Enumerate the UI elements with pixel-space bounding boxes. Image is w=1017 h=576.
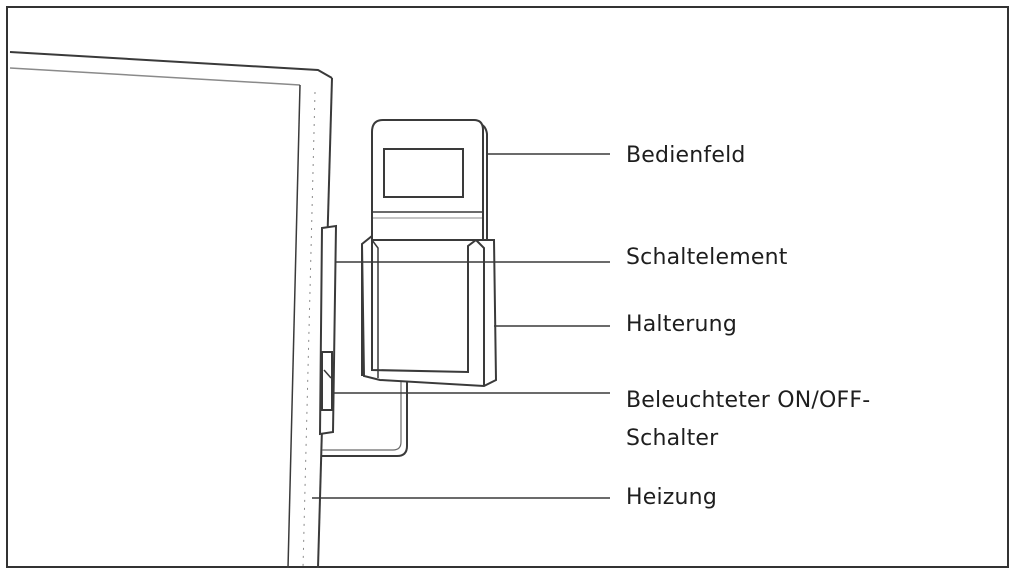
label-switch: Beleuchteter ON/OFF- Schalter xyxy=(626,382,870,458)
holder-body xyxy=(360,233,498,388)
control-panel-display xyxy=(383,148,464,198)
holder-left-inner xyxy=(371,239,379,378)
leader-lines xyxy=(312,153,610,499)
label-schaltelement: Schaltelement xyxy=(626,246,788,270)
heater-panel xyxy=(9,51,333,569)
label-halterung: Halterung xyxy=(626,313,737,337)
on-off-switch xyxy=(321,351,333,411)
control-panel xyxy=(371,119,488,241)
cable xyxy=(322,380,408,457)
label-switch-line2: Schalter xyxy=(626,426,719,451)
label-heizung: Heizung xyxy=(626,486,717,510)
label-switch-line1: Beleuchteter ON/OFF- xyxy=(626,388,871,413)
label-halterung-text: Halterung xyxy=(626,312,737,337)
heater-top-edge xyxy=(9,51,333,79)
heater-right-dotted-edge xyxy=(302,91,316,569)
heater-right-inner-edge xyxy=(287,84,301,569)
holder-right-side xyxy=(475,239,485,386)
label-bedienfeld: Bedienfeld xyxy=(626,144,746,168)
holder xyxy=(360,233,498,388)
label-schaltelement-text: Schaltelement xyxy=(626,245,788,270)
label-heizung-text: Heizung xyxy=(626,485,717,510)
heater-top-inner-edge xyxy=(9,67,301,86)
switch-element xyxy=(318,224,338,436)
label-bedienfeld-text: Bedienfeld xyxy=(626,143,746,168)
cable-inner xyxy=(322,380,402,451)
